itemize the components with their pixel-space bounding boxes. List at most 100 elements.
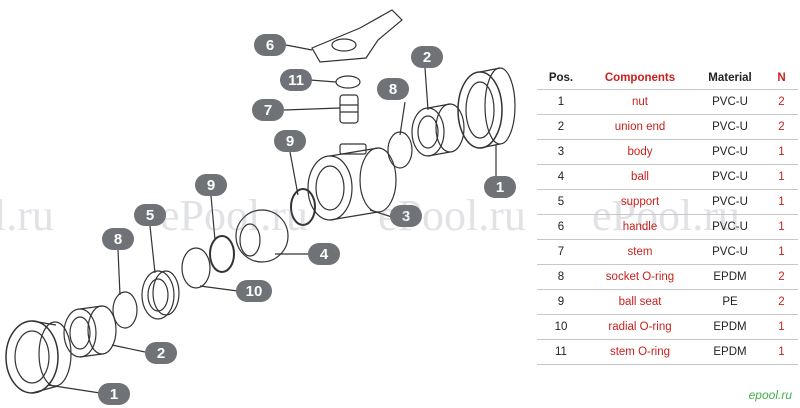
cell-pos: 10 xyxy=(537,314,585,340)
header-n: N xyxy=(777,72,786,84)
cell-component: union end xyxy=(585,114,695,140)
part-ball-seat-left xyxy=(209,235,235,273)
cell-material: PVC-U xyxy=(695,89,765,115)
cell-component: nut xyxy=(585,89,695,115)
callout-9-upper: 9 xyxy=(274,130,306,152)
part-ball-seat-right xyxy=(290,188,316,226)
cell-pos: 11 xyxy=(537,339,585,365)
part-nut-right xyxy=(457,67,516,149)
cell-n: 1 xyxy=(765,239,798,265)
cell-component: socket O-ring xyxy=(585,264,695,290)
callout-8-lower: 8 xyxy=(102,228,134,250)
cell-component: stem O-ring xyxy=(585,339,695,365)
cell-material: PVC-U xyxy=(695,214,765,240)
part-socket-o-ring-right xyxy=(387,131,413,169)
callout-7: 7 xyxy=(252,99,284,121)
part-union-end-left xyxy=(63,305,117,358)
cell-n: 1 xyxy=(765,214,798,240)
cell-pos: 6 xyxy=(537,214,585,240)
svg-text:7: 7 xyxy=(264,102,272,119)
part-body xyxy=(307,143,397,221)
cell-n: 2 xyxy=(765,264,798,290)
svg-text:6: 6 xyxy=(266,37,274,54)
table-header-row: Pos. Components Material N xyxy=(537,67,798,90)
cell-material: EPDM xyxy=(695,314,765,340)
callout-5: 5 xyxy=(134,204,166,226)
part-support xyxy=(141,270,180,320)
cell-component: ball xyxy=(585,164,695,190)
cell-material: EPDM xyxy=(695,339,765,365)
svg-text:3: 3 xyxy=(402,208,410,225)
svg-text:9: 9 xyxy=(207,177,215,194)
cell-pos: 4 xyxy=(537,164,585,190)
cell-pos: 9 xyxy=(537,289,585,315)
cell-n: 1 xyxy=(765,189,798,215)
svg-text:8: 8 xyxy=(114,231,122,248)
cell-component: stem xyxy=(585,239,695,265)
cell-pos: 1 xyxy=(537,89,585,115)
cell-pos: 2 xyxy=(537,114,585,140)
callout-3: 3 xyxy=(390,205,422,227)
part-socket-o-ring-left xyxy=(112,291,138,329)
callout-1-upper: 1 xyxy=(484,176,516,198)
cell-n: 2 xyxy=(765,289,798,315)
callout-11: 11 xyxy=(280,69,312,91)
cell-n: 1 xyxy=(765,164,798,190)
part-union-end-right xyxy=(411,103,465,157)
part-nut-left xyxy=(5,320,72,394)
part-handle xyxy=(311,9,403,63)
cell-component: handle xyxy=(585,214,695,240)
cell-material: EPDM xyxy=(695,264,765,290)
callout-8-upper: 8 xyxy=(377,78,409,100)
svg-text:2: 2 xyxy=(157,345,165,362)
cell-component: radial O-ring xyxy=(585,314,695,340)
part-radial-o-ring xyxy=(181,247,211,289)
part-stem-o-ring xyxy=(335,75,361,89)
cell-pos: 5 xyxy=(537,189,585,215)
part-stem xyxy=(339,94,359,124)
cell-component: body xyxy=(585,139,695,165)
cell-material: PVC-U xyxy=(695,239,765,265)
callout-10: 10 xyxy=(236,280,272,302)
svg-text:4: 4 xyxy=(320,246,329,263)
part-ball xyxy=(235,209,289,263)
cell-component: support xyxy=(585,189,695,215)
svg-text:2: 2 xyxy=(423,49,431,66)
header-material: Material xyxy=(708,72,752,84)
callout-6: 6 xyxy=(254,34,286,56)
header-components: Components xyxy=(604,72,676,84)
cell-n: 2 xyxy=(765,114,798,140)
svg-text:8: 8 xyxy=(389,81,397,98)
cell-n: 1 xyxy=(765,339,798,365)
svg-text:9: 9 xyxy=(286,133,294,150)
cell-material: PE xyxy=(695,289,765,315)
callout-4: 4 xyxy=(308,243,340,265)
cell-component: ball seat xyxy=(585,289,695,315)
cell-pos: 7 xyxy=(537,239,585,265)
svg-text:1: 1 xyxy=(496,179,504,196)
svg-text:10: 10 xyxy=(246,283,263,300)
callout-2-lower: 2 xyxy=(145,342,177,364)
exploded-valve-diagram: 6 11 7 9 9 5 8 8 2 1 3 4 10 2 1 xyxy=(5,9,516,405)
svg-text:11: 11 xyxy=(288,72,304,89)
cell-material: PVC-U xyxy=(695,164,765,190)
callout-2-upper: 2 xyxy=(411,46,443,68)
callout-1-lower: 1 xyxy=(98,383,130,405)
cell-n: 1 xyxy=(765,314,798,340)
cell-pos: 8 xyxy=(537,264,585,290)
svg-text:1: 1 xyxy=(110,386,118,403)
cell-material: PVC-U xyxy=(695,189,765,215)
cell-pos: 3 xyxy=(537,139,585,165)
